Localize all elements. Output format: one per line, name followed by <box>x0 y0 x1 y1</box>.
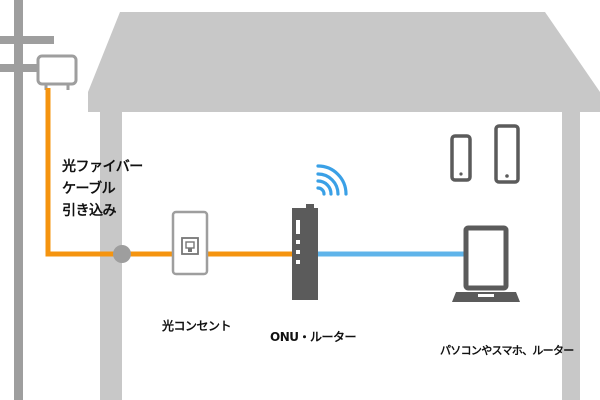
wifi-icon <box>316 164 348 196</box>
fiber-cable-label: 光ファイバー ケーブル 引き込み <box>62 156 143 222</box>
wall-pass-through <box>113 245 131 263</box>
utility-pole-icon <box>0 0 54 400</box>
house-wall-left <box>100 100 122 400</box>
laptop-icon <box>452 225 520 302</box>
fiber-label-line-1: 光ファイバー <box>62 159 143 175</box>
fiber-label-line-2: ケーブル <box>62 181 116 197</box>
fiber-cable <box>45 88 292 257</box>
fiber-label-line-3: 引き込み <box>62 203 116 219</box>
tablet-icon <box>494 124 520 184</box>
onu-router-label: ONU・ルーター <box>270 330 357 344</box>
house-wall-right <box>562 100 580 400</box>
onu-router-icon <box>292 204 318 300</box>
devices-label: パソコンやスマホ、ルーター <box>440 344 574 357</box>
optical-outlet-icon <box>171 210 209 276</box>
smartphone-icon <box>450 134 472 182</box>
house-roof <box>88 12 600 112</box>
fiber-termination-box-icon <box>36 54 78 90</box>
outlet-label: 光コンセント <box>162 319 232 333</box>
